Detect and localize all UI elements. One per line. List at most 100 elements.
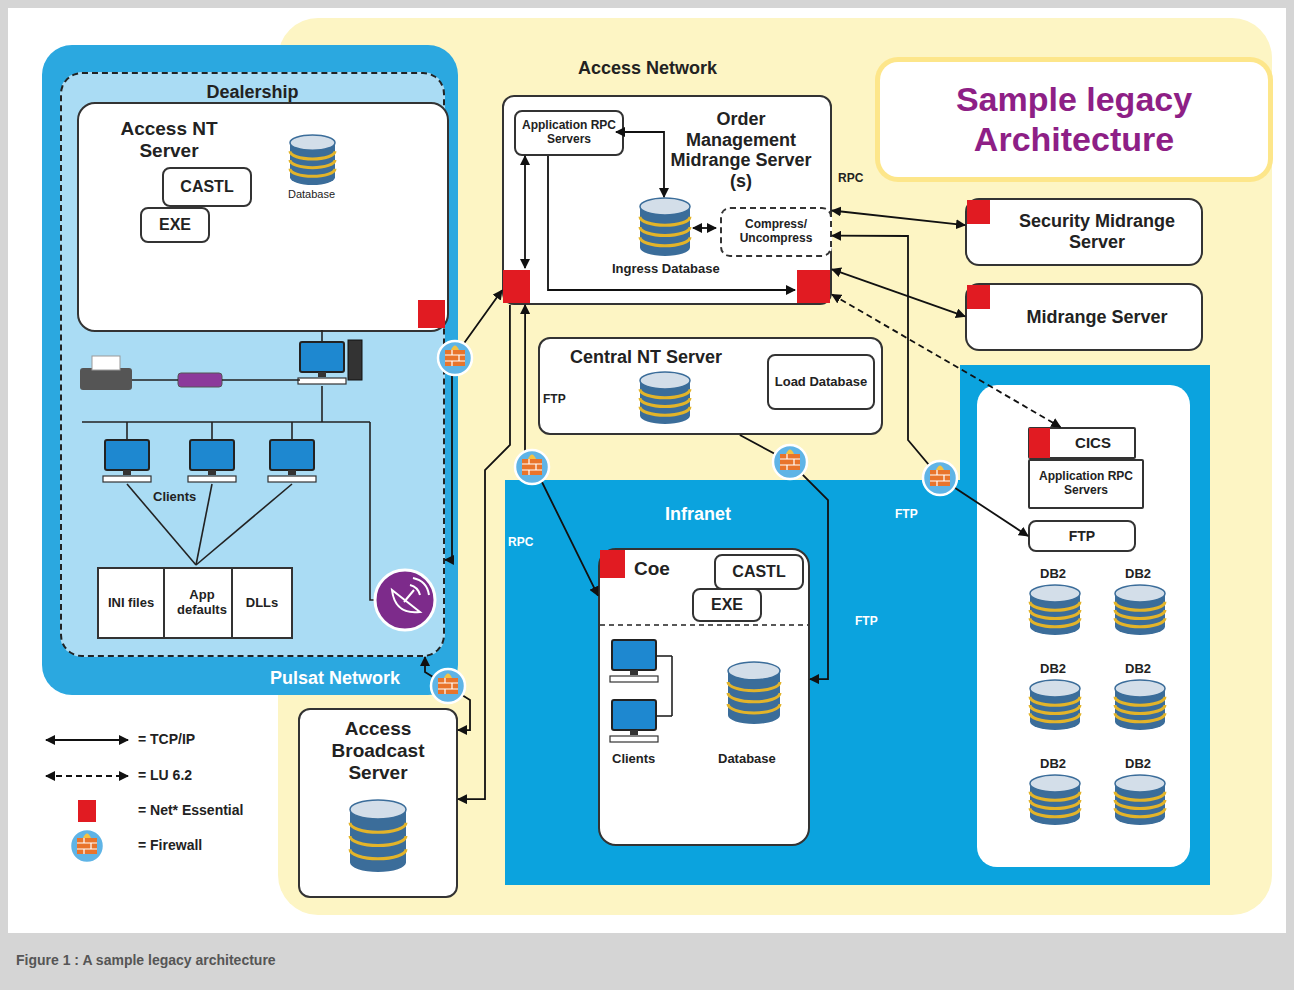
- net-essential-marker: [967, 200, 990, 224]
- part-label: DB2: [1125, 662, 1151, 677]
- connector: [832, 269, 965, 316]
- node-label: Coe: [634, 558, 670, 580]
- node-label: Compress/ Uncompress: [724, 218, 828, 246]
- database-icon: [1030, 585, 1080, 635]
- module-box: Application RPC Servers: [1028, 459, 1144, 509]
- node-label: Load Database: [775, 375, 867, 390]
- net-essential-marker: [600, 550, 625, 578]
- network-region: InfranetCoeCASTLEXECICSApplication RPC S…: [505, 480, 1210, 885]
- wire: [656, 656, 672, 657]
- legend-text: = TCP/IP: [138, 731, 195, 747]
- database-icon: [640, 372, 690, 424]
- internal-arrow: [693, 228, 716, 229]
- computer-icon: [610, 700, 658, 742]
- node-label: EXE: [711, 596, 743, 614]
- node-label: DLLs: [246, 596, 279, 611]
- file-box: INI files: [97, 567, 165, 639]
- wire: [322, 330, 323, 342]
- computer-icon: [103, 440, 151, 482]
- node-label: Dealership: [206, 82, 298, 103]
- net-essential-marker: [503, 270, 530, 303]
- firewall-icon: [773, 445, 807, 479]
- legend-text: = LU 6.2: [138, 767, 192, 783]
- label-anchor: DB2: [1040, 567, 1066, 582]
- part-label: Database: [288, 188, 335, 201]
- node-label: Midrange Server: [1026, 307, 1167, 328]
- label-anchor: FTP: [895, 508, 918, 522]
- legend-entry: = Firewall: [138, 837, 202, 853]
- title-box: Sample legacy Architecture: [880, 62, 1268, 177]
- node-label: Access Broadcast Server: [308, 718, 448, 784]
- server-box: Coe CASTL EXE: [598, 548, 810, 846]
- label-anchor: DB2: [1125, 757, 1151, 772]
- database-icon: [728, 662, 780, 724]
- wire: [82, 422, 370, 423]
- connector: [740, 435, 828, 679]
- node-label: CASTL: [732, 563, 785, 581]
- wire: [196, 484, 292, 565]
- file-box: DLLs: [231, 567, 293, 639]
- node-label: Access Network: [578, 58, 717, 79]
- label-anchor: Clients: [153, 490, 196, 505]
- part-label: Clients: [153, 490, 196, 505]
- part-label: RPC: [838, 172, 863, 186]
- process-box: Compress/ Uncompress: [720, 207, 832, 257]
- server-box: Central NT ServerLoad Database: [538, 337, 883, 435]
- legend-text: = Net* Essential: [138, 802, 243, 818]
- caption: Figure 1 : A sample legacy architecture: [16, 952, 276, 968]
- firewall-icon: [431, 669, 465, 703]
- wire: [132, 380, 178, 381]
- wire: [656, 716, 672, 717]
- server-box: Midrange Server: [965, 283, 1203, 351]
- node-label: Security Midrange Server: [1002, 211, 1192, 252]
- module-box: Load Database: [767, 354, 875, 410]
- module-box: FTP: [1028, 520, 1136, 552]
- database-icon: [1115, 680, 1165, 730]
- database-icon: [1030, 680, 1080, 730]
- wire: [292, 422, 293, 440]
- connector: [832, 236, 1028, 536]
- part-label: Ingress Database: [612, 262, 720, 277]
- part-label: FTP: [895, 508, 918, 522]
- wire: [322, 386, 323, 422]
- label-anchor: Clients: [612, 752, 655, 767]
- firewall-icon: [70, 829, 104, 863]
- server-box: Access Broadcast Server: [298, 708, 458, 898]
- label-anchor: DB2: [1125, 567, 1151, 582]
- computer-tower: [348, 340, 362, 380]
- node-label: App defaults: [167, 588, 237, 618]
- database-icon: [1115, 585, 1165, 635]
- file-box: App defaults: [163, 567, 241, 639]
- connector: [832, 295, 1060, 428]
- separator-line: [600, 625, 808, 626]
- internal-arrow: [548, 156, 795, 290]
- part-label: Database: [718, 752, 776, 767]
- net-essential-marker: [967, 285, 990, 309]
- node-label: Application RPC Servers: [1032, 470, 1140, 498]
- part-label: DB2: [1040, 567, 1066, 582]
- wire: [672, 656, 673, 716]
- wire: [222, 380, 300, 381]
- module-box: EXE: [140, 207, 210, 243]
- part-label: FTP: [543, 393, 566, 407]
- connector: [525, 305, 598, 596]
- network-region: Pulsat NetworkDealershipAccess NT Server…: [42, 45, 458, 695]
- module-box: CASTL: [162, 167, 252, 207]
- dealership-region: DealershipAccess NT ServerCASTLEXEINI fi…: [60, 72, 445, 657]
- computer-icon: [610, 640, 658, 682]
- node-label: Central NT Server: [570, 347, 722, 368]
- part-label: DB2: [1040, 662, 1066, 677]
- legend-swatch: [78, 800, 96, 822]
- edge-label: RPC: [508, 536, 533, 550]
- module-box: CASTL: [714, 554, 804, 590]
- label-anchor: DB2: [1040, 662, 1066, 677]
- firewall-icon: [438, 341, 472, 375]
- wire: [127, 484, 196, 565]
- net-essential-marker: [418, 300, 445, 328]
- legend-entry: = TCP/IP: [138, 731, 195, 747]
- legend-text: = Firewall: [138, 837, 202, 853]
- connector: [445, 290, 502, 560]
- part-label: DB2: [1125, 567, 1151, 582]
- internal-arrow: [616, 132, 664, 197]
